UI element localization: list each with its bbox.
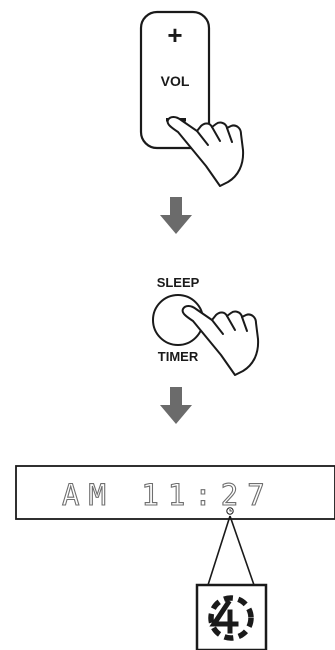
lcd-display: AM 11:27 (16, 466, 335, 519)
display-time-readout: AM 11:27 (62, 478, 274, 512)
sleep-label: SLEEP (157, 275, 200, 290)
timer-label: TIMER (158, 349, 199, 364)
pointing-hand-icon (168, 117, 244, 186)
callout-lines (208, 516, 254, 585)
down-arrow-icon (160, 387, 192, 424)
zoomed-indicator (197, 585, 266, 650)
volume-plus-symbol: + (167, 20, 182, 50)
volume-label: VOL (161, 73, 190, 89)
down-arrow-icon (160, 197, 192, 234)
